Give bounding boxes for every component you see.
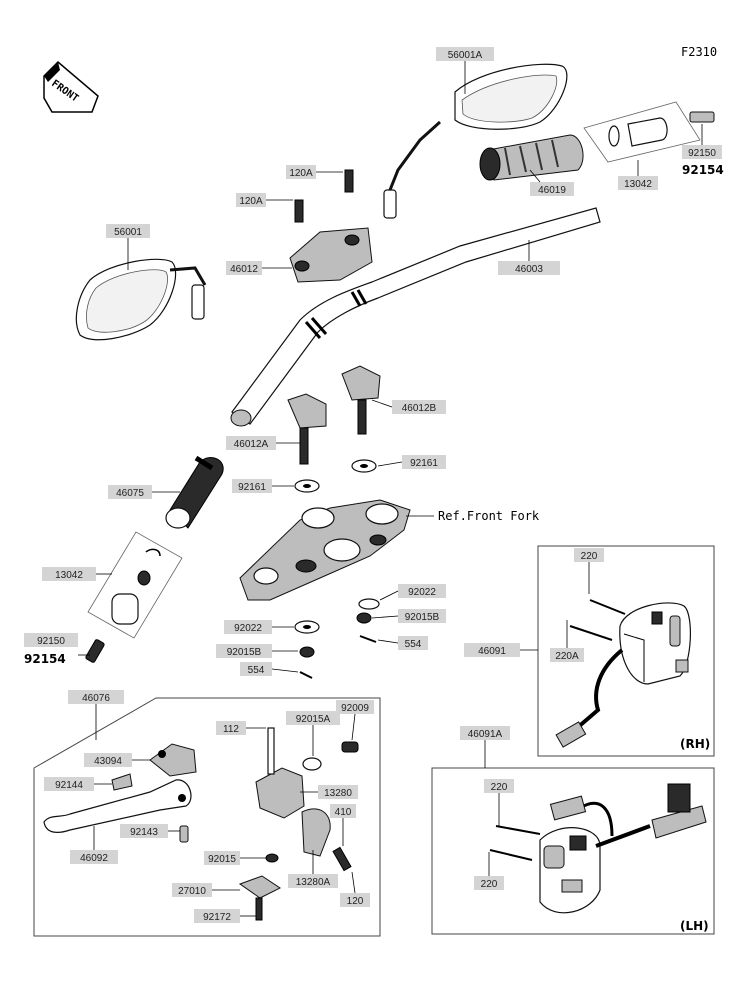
washers-92161 xyxy=(294,459,377,493)
lh-switch-frame xyxy=(431,767,715,935)
label-13042-right: 13042 xyxy=(624,179,652,190)
label-46012: 46012 xyxy=(230,264,258,275)
label-220-lh-1: 220 xyxy=(491,782,508,793)
label-220-lh-2: 220 xyxy=(481,879,498,890)
label-46012B: 46012B xyxy=(402,403,437,414)
throttle-grip xyxy=(479,134,584,181)
lower-handle-holders xyxy=(287,365,381,465)
label-220-rh: 220 xyxy=(581,551,598,562)
label-46012A: 46012A xyxy=(234,439,269,450)
label-112: 112 xyxy=(223,724,239,735)
label-46019: 46019 xyxy=(538,185,566,196)
rh-switch-frame xyxy=(537,545,715,757)
upper-handle-holder xyxy=(289,169,373,283)
lever-parts xyxy=(111,727,359,921)
upper-triple-clamp xyxy=(239,499,411,601)
label-92015B-left: 92015B xyxy=(227,647,262,658)
bar-end-weight-left xyxy=(85,531,183,663)
front-arrow-icon: FRONT xyxy=(43,60,99,113)
label-92143: 92143 xyxy=(130,827,158,838)
label-46075: 46075 xyxy=(116,488,144,499)
label-92161-left: 92161 xyxy=(238,482,266,493)
label-410: 410 xyxy=(335,807,352,818)
lh-label: (LH) xyxy=(680,919,709,933)
ref-front-fork: Ref.Front Fork xyxy=(438,509,540,523)
label-56001: 56001 xyxy=(114,227,142,238)
label-92009: 92009 xyxy=(341,703,369,714)
label-13280A: 13280A xyxy=(296,877,331,888)
clutch-lever xyxy=(43,779,192,833)
label-46003: 46003 xyxy=(515,264,543,275)
label-92150-left: 92150 xyxy=(37,636,65,647)
label-120: 120 xyxy=(347,896,364,907)
handlebar xyxy=(230,207,601,427)
label-46091: 46091 xyxy=(478,646,506,657)
rh-label: (RH) xyxy=(680,737,710,751)
left-switch-housing xyxy=(489,783,707,914)
label-120A-2: 120A xyxy=(239,196,263,207)
right-switch-housing xyxy=(555,599,691,748)
label-554-left: 554 xyxy=(248,665,265,676)
label-46091A: 46091A xyxy=(468,729,503,740)
label-27010: 27010 xyxy=(178,886,206,897)
diagram-code: F2310 xyxy=(681,45,717,59)
label-92144: 92144 xyxy=(55,780,83,791)
nuts-and-washers xyxy=(294,598,380,679)
label-92015B-right: 92015B xyxy=(405,612,440,623)
label-13280: 13280 xyxy=(324,788,352,799)
label-220A: 220A xyxy=(555,651,579,662)
label-92015: 92015 xyxy=(208,854,236,865)
label-46076: 46076 xyxy=(82,693,110,704)
mirror-left xyxy=(75,258,207,341)
label-92154-right: 92154 xyxy=(682,163,724,177)
label-92161-right: 92161 xyxy=(410,458,438,469)
label-13042-left: 13042 xyxy=(55,570,83,581)
label-56001A: 56001A xyxy=(448,50,483,61)
bar-end-weight-right xyxy=(583,101,715,163)
left-grip xyxy=(165,455,224,529)
label-120A-1: 120A xyxy=(289,168,313,179)
label-554-right: 554 xyxy=(405,639,422,650)
lever-assy-frame xyxy=(33,697,381,937)
label-92154-left: 92154 xyxy=(24,652,66,666)
label-92022-left: 92022 xyxy=(234,623,262,634)
mirror-right xyxy=(383,63,568,219)
label-92015A: 92015A xyxy=(296,714,331,725)
label-92022-right: 92022 xyxy=(408,587,436,598)
label-43094: 43094 xyxy=(94,756,122,767)
part-labels: 56001A 56001 120A 120A 46012 46003 46019… xyxy=(24,47,724,923)
label-46092: 46092 xyxy=(80,853,108,864)
label-92150-right: 92150 xyxy=(688,148,716,159)
label-92172: 92172 xyxy=(203,912,231,923)
